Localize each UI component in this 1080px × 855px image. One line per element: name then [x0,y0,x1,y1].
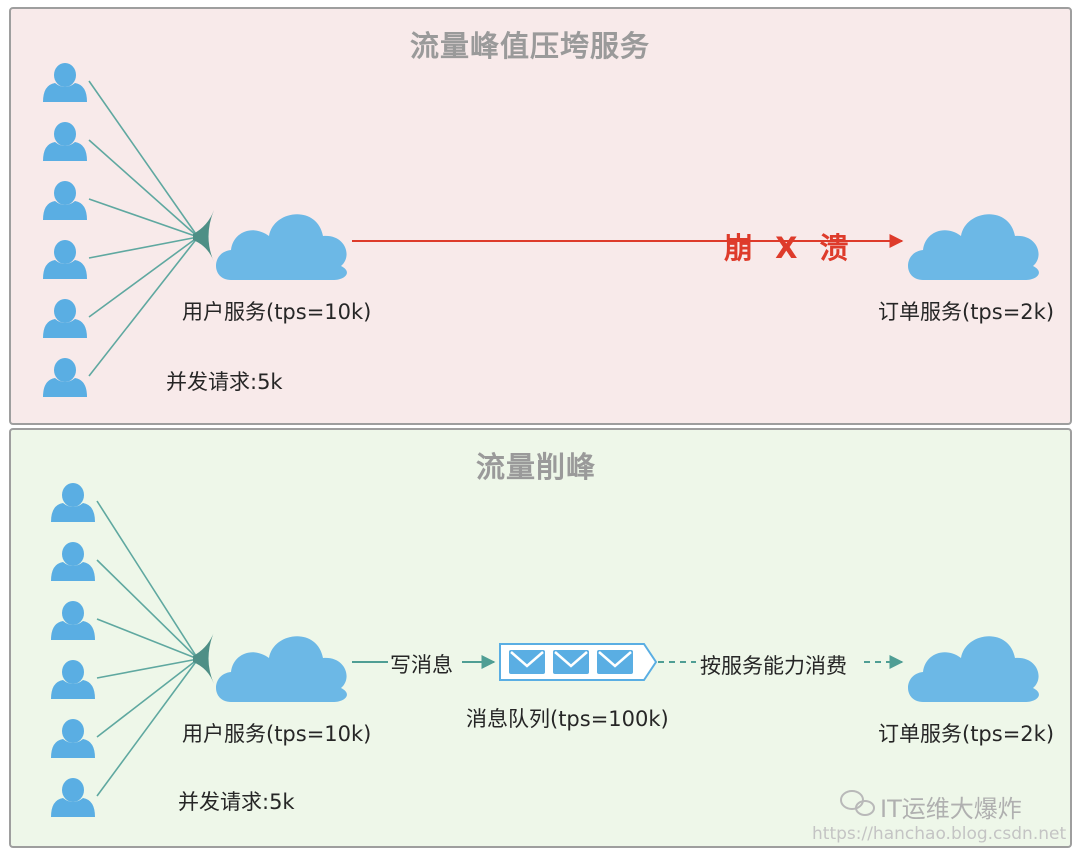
user-icon [51,660,95,699]
bottom-request-fan [96,500,199,797]
crash-label: 崩 X 溃 [724,231,855,265]
top-order-service-label: 订单服务(tps=2k) [878,300,1055,324]
user-icon [51,601,95,640]
bottom-gateway-icon [193,632,214,684]
envelope-icon [597,650,633,674]
top-request-line [88,236,199,377]
write-message-label: 写消息 [390,653,453,677]
top-request-line [88,198,199,238]
consume-label: 按服务能力消费 [700,654,847,678]
top-request-fan [88,80,199,377]
user-icon [51,719,95,758]
bottom-order-service-cloud-icon [908,636,1039,702]
envelope-icon [553,650,589,674]
bottom-user-service-label: 用户服务(tps=10k) [182,722,372,746]
bottom-concurrency-label: 并发请求:5k [178,790,295,814]
top-request-line [88,139,199,238]
top-user-service-cloud-icon [216,214,347,280]
top-panel-title: 流量峰值压垮服务 [410,29,651,63]
envelope-icon [509,650,545,674]
bottom-request-line [96,559,199,660]
top-request-line [88,236,199,259]
user-icon [43,181,87,220]
bottom-panel-title: 流量削峰 [476,450,597,484]
user-icon [43,63,87,102]
watermark-brand: IT运维大爆炸 [880,795,1022,823]
user-icon [51,483,95,522]
user-icon [43,122,87,161]
top-user-group [43,63,87,397]
queue-label: 消息队列(tps=100k) [466,707,669,731]
top-order-service-cloud-icon [908,214,1039,280]
bottom-user-group [51,483,95,817]
user-icon [51,778,95,817]
top-request-line [88,80,199,238]
top-concurrency-label: 并发请求:5k [166,370,283,394]
bottom-user-service-cloud-icon [216,636,347,702]
user-icon [43,299,87,338]
user-icon [51,542,95,581]
bottom-order-service-label: 订单服务(tps=2k) [878,722,1055,746]
message-queue-icon [499,643,658,681]
bottom-panel [9,428,1072,848]
top-panel [9,7,1072,425]
top-request-line [88,236,199,318]
top-user-service-label: 用户服务(tps=10k) [182,300,372,324]
watermark-url: https://hanchao.blog.csdn.net [812,824,1067,844]
wechat-icon [840,790,875,816]
bottom-request-line [96,658,199,679]
top-gateway-icon [193,210,214,262]
bottom-request-line [96,658,199,797]
bottom-request-line [96,500,199,660]
user-icon [43,240,87,279]
user-icon [43,358,87,397]
bottom-request-line [96,618,199,660]
bottom-request-line [96,658,199,738]
